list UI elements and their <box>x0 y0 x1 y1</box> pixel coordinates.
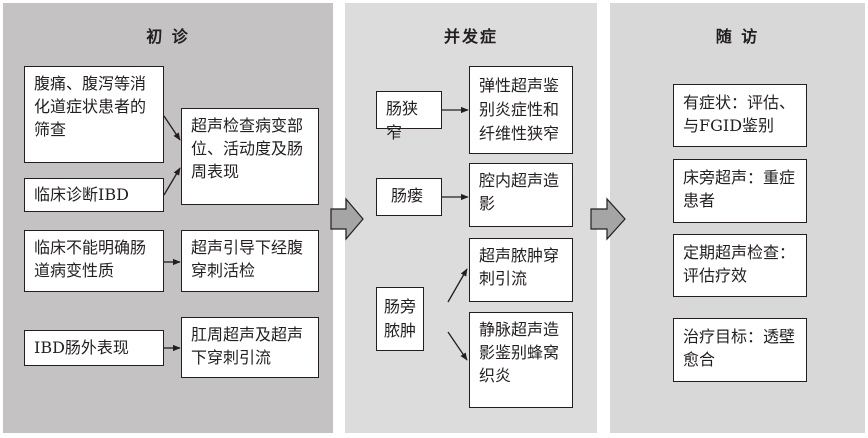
connector-arrow <box>447 331 468 361</box>
connector-arrow <box>163 115 181 141</box>
complication-left-box: 肠瘘 <box>376 178 442 216</box>
flow-arrow <box>330 197 364 241</box>
panel-initial-title: 初 诊 <box>146 27 190 46</box>
complication-left-box: 肠狭窄 <box>376 91 442 142</box>
initial-left-box: IBD肠外表现 <box>24 330 164 366</box>
initial-left-box: 临床不能明确肠道病变性质 <box>24 230 164 292</box>
followup-box: 床旁超声：重症患者 <box>673 159 807 223</box>
followup-box: 定期超声检查：评估疗效 <box>673 234 807 297</box>
initial-right-box: 超声引导下经腹穿刺活检 <box>181 230 319 292</box>
initial-right-box: 肛周超声及超声下穿刺引流 <box>181 317 319 378</box>
panel-complication-title: 并发症 <box>443 27 498 46</box>
followup-box: 治疗目标：透壁愈合 <box>673 318 807 382</box>
initial-left-box: 临床诊断IBD <box>24 178 164 212</box>
complication-left-box: 肠旁脓肿 <box>376 287 424 351</box>
panel-followup-title: 随 访 <box>715 27 760 46</box>
complication-right-box: 腔内超声造影 <box>469 163 573 227</box>
complication-right-box: 静脉超声造影鉴别蜂窝织炎 <box>469 312 573 408</box>
connector-arrow <box>163 167 181 196</box>
complication-right-box: 超声脓肿穿刺引流 <box>469 238 573 302</box>
connector-arrow <box>447 268 468 303</box>
flow-arrow <box>590 197 626 241</box>
followup-box: 有症状：评估、与FGID鉴别 <box>673 84 807 147</box>
initial-right-box: 超声检查病变部位、活动度及肠周表现 <box>181 108 319 205</box>
complication-right-box: 弹性超声鉴别炎症性和纤维性狭窄 <box>469 66 573 154</box>
initial-left-box: 腹痛、腹泻等消化道症状患者的筛查 <box>24 66 164 163</box>
